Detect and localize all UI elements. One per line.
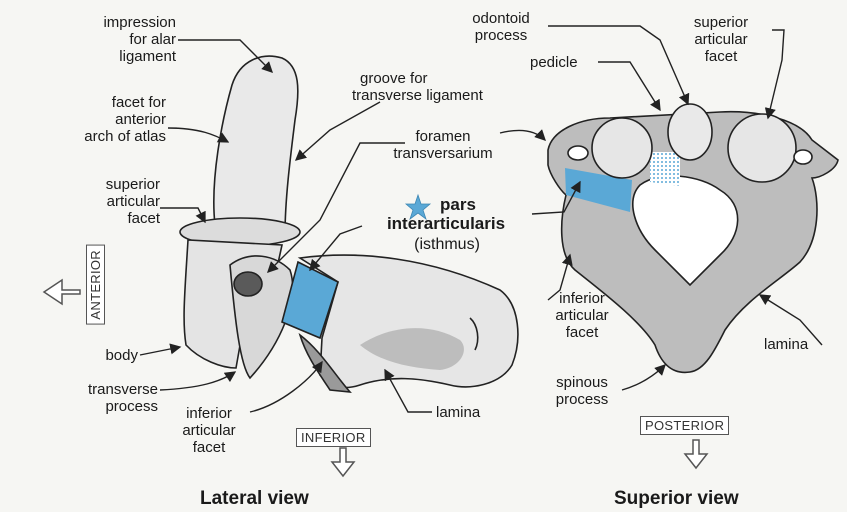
label-line: process: [542, 391, 622, 408]
posterior-arrow: [685, 440, 707, 468]
posterior-direction-label: POSTERIOR: [640, 416, 729, 435]
label-spinous-process: spinous process: [542, 374, 622, 408]
label-line: pars: [360, 195, 532, 214]
right-superior-facet: [728, 114, 796, 182]
label-transverse-process: transverse process: [60, 381, 158, 415]
label-line: facet: [50, 210, 160, 227]
label-line: articular: [668, 31, 774, 48]
label-line: odontoid: [454, 10, 548, 27]
label-superior-articular-facet-lateral: superior articular facet: [50, 176, 160, 227]
superior-view-title: Superior view: [614, 488, 739, 510]
inferior-arrow: [332, 448, 354, 476]
label-line: articular: [546, 307, 618, 324]
label-odontoid-process: odontoid process: [454, 10, 548, 44]
label-superior-articular-facet-superior: superior articular facet: [668, 14, 774, 65]
label-line: articular: [168, 422, 250, 439]
label-line: groove for: [352, 70, 483, 87]
label-line: articular: [50, 193, 160, 210]
left-superior-facet: [592, 118, 652, 178]
right-foramen: [794, 150, 812, 164]
lateral-view-title: Lateral view: [200, 488, 309, 510]
label-line: foramen: [384, 128, 502, 145]
label-isthmus: (isthmus): [388, 236, 506, 253]
label-line: superior: [50, 176, 160, 193]
label-line: transverse: [60, 381, 158, 398]
label-foramen-transversarium: foramen transversarium: [384, 128, 502, 162]
label-groove-transverse-ligament: groove for transverse ligament: [352, 70, 483, 104]
anterior-direction-label: ANTERIOR: [86, 245, 105, 325]
label-line: for alar: [60, 31, 176, 48]
pedicle-region: [650, 152, 680, 186]
label-line: transverse ligament: [352, 87, 483, 104]
label-line: impression: [60, 14, 176, 31]
left-foramen: [568, 146, 588, 160]
odontoid-process-shape: [214, 56, 298, 235]
label-line: inferior: [546, 290, 618, 307]
label-line: arch of atlas: [52, 128, 166, 145]
label-line: anterior: [52, 111, 166, 128]
odontoid-process-superior: [668, 104, 712, 160]
label-line: interarticularis: [360, 214, 532, 233]
label-line: transversarium: [384, 145, 502, 162]
label-line: ligament: [60, 48, 176, 65]
label-line: spinous: [542, 374, 622, 391]
label-pedicle: pedicle: [530, 54, 578, 71]
label-line: facet: [168, 439, 250, 456]
label-facet-anterior-arch: facet for anterior arch of atlas: [52, 94, 166, 145]
inferior-direction-label: INFERIOR: [296, 428, 371, 447]
label-inferior-articular-facet-lateral: inferior articular facet: [168, 405, 250, 456]
label-line: facet: [546, 324, 618, 341]
label-line: process: [454, 27, 548, 44]
label-inferior-articular-facet-superior: inferior articular facet: [546, 290, 618, 341]
label-pars-interarticularis: pars interarticularis: [360, 195, 532, 233]
label-lamina-superior: lamina: [764, 336, 808, 353]
anterior-arrow: [44, 280, 80, 304]
label-line: facet for: [52, 94, 166, 111]
label-line: superior: [668, 14, 774, 31]
label-lamina-lateral: lamina: [436, 404, 480, 421]
label-impression-alar-ligament: impression for alar ligament: [60, 14, 176, 65]
label-line: facet: [668, 48, 774, 65]
label-line: inferior: [168, 405, 250, 422]
label-line: process: [60, 398, 158, 415]
lamina-lateral-shape: [300, 255, 518, 387]
foramen-shape: [234, 272, 262, 296]
label-body: body: [70, 347, 138, 364]
